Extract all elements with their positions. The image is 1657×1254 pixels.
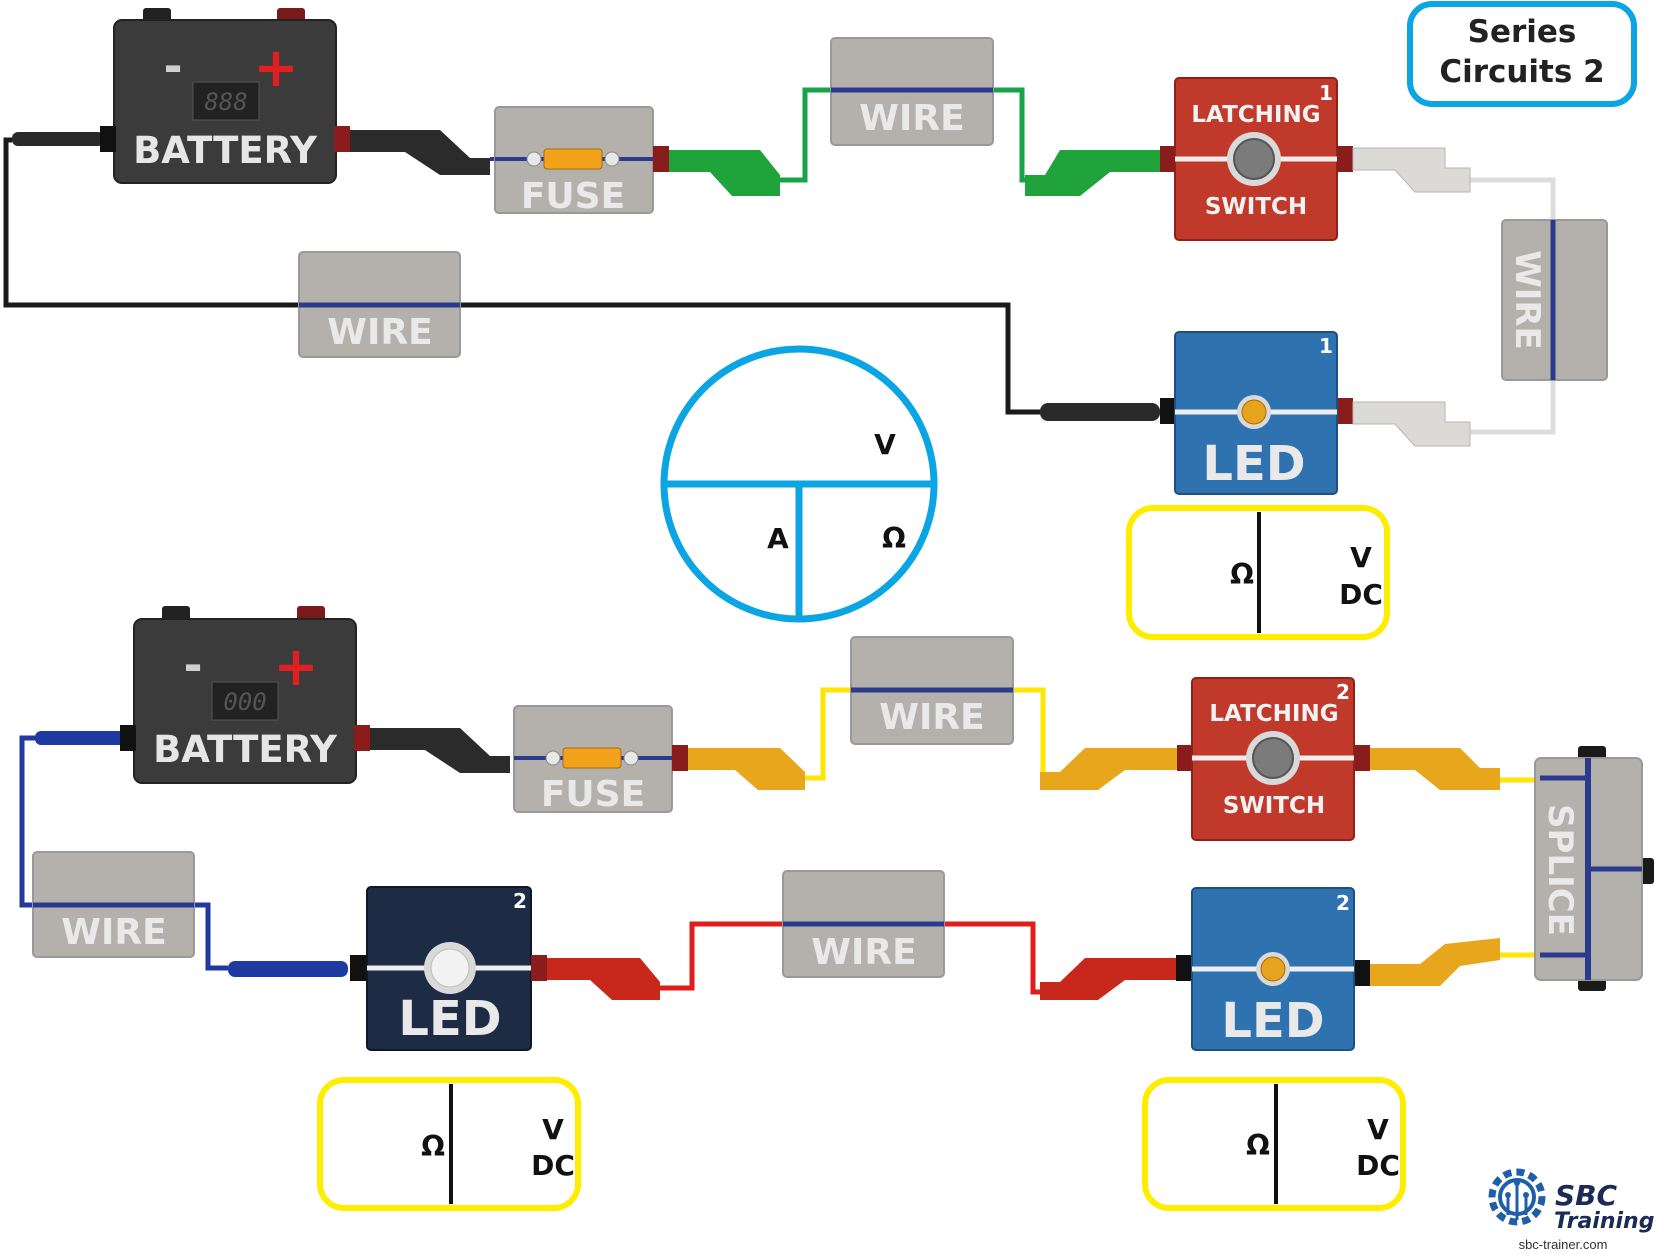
led-label: LED	[398, 991, 501, 1047]
battery-display	[192, 81, 260, 121]
splice-label: SPLICE	[1540, 804, 1580, 936]
led-right-2: LED 2	[1191, 887, 1355, 1051]
ohms-law-circle: V A Ω	[660, 345, 938, 623]
led-number: 2	[513, 889, 527, 913]
switch-bottom-label: SWITCH	[1205, 194, 1307, 220]
logo-line2: Training	[1554, 1209, 1654, 1234]
fuse-2: FUSE	[513, 705, 673, 815]
led-label: LED	[1221, 993, 1324, 1049]
meter-box-left-2: Ω V DC	[317, 1077, 581, 1211]
ohms-law-a: A	[767, 522, 789, 555]
switch-number: 1	[1319, 81, 1333, 105]
logo-url: sbc-trainer.com	[1519, 1237, 1608, 1252]
meter-box-1: Ω V DC	[1126, 505, 1390, 640]
wire-label: WIRE	[879, 697, 984, 738]
gear-icon	[1488, 1168, 1546, 1226]
led-left-2: LED 2	[228, 886, 532, 1051]
battery-2: - + 000 BATTERY	[133, 606, 357, 784]
meter-ohm: Ω	[1246, 1129, 1270, 1162]
green-plugs	[653, 146, 1176, 196]
wire-module-top-2: WIRE	[850, 636, 1014, 745]
red-plugs	[531, 955, 1192, 1000]
minus-sign: -	[183, 638, 202, 692]
wire-label: WIRE	[1507, 250, 1547, 350]
title-line1: Series	[1468, 14, 1577, 50]
meter-ohm: Ω	[421, 1130, 445, 1163]
wire-module-return: WIRE	[298, 251, 461, 358]
fuse-element	[543, 148, 603, 170]
led-bulb	[430, 948, 470, 988]
switch-bottom-label: SWITCH	[1223, 793, 1325, 819]
latching-switch-2: LATCHING SWITCH 2	[1191, 677, 1355, 841]
battery-display-digits: 888	[204, 88, 247, 116]
latching-switch-1: LATCHING SWITCH 1	[1174, 77, 1338, 241]
wire-label: WIRE	[327, 312, 432, 353]
battery-label: BATTERY	[153, 728, 338, 771]
white-plugs	[1337, 146, 1471, 447]
meter-dc: DC	[531, 1149, 575, 1182]
battery-2-plugs	[35, 725, 510, 773]
plus-sign: +	[273, 635, 318, 698]
title-line2: Circuits 2	[1439, 54, 1604, 90]
logo-line1: SBC	[1555, 1179, 1618, 1212]
ohms-law-v: V	[874, 428, 896, 461]
switch-button	[1252, 737, 1294, 779]
fuse-1: FUSE	[494, 106, 654, 217]
sbc-logo: SBC Training sbc-trainer.com	[1488, 1168, 1654, 1252]
wire-label: WIRE	[859, 98, 964, 139]
battery-label: BATTERY	[133, 129, 318, 172]
battery-1: - + 888 BATTERY	[113, 8, 337, 184]
switch-number: 2	[1336, 680, 1350, 704]
yellow-plugs	[672, 745, 1500, 986]
meter-box-right-2: Ω V DC	[1142, 1077, 1406, 1211]
meter-v: V	[1367, 1113, 1389, 1146]
splice-module: SPLICE	[1534, 746, 1654, 991]
wire-black-return	[3, 137, 1040, 415]
wire-label: WIRE	[61, 912, 166, 953]
meter-ohm: Ω	[1230, 558, 1254, 591]
meter-dc: DC	[1356, 1149, 1400, 1182]
led-label: LED	[1202, 436, 1305, 492]
title-box: Series Circuits 2	[1407, 1, 1637, 107]
wire-module-left-2: WIRE	[32, 851, 195, 958]
fuse-element	[562, 747, 622, 769]
ohms-law-ohm: Ω	[882, 522, 906, 555]
plus-sign: +	[253, 36, 298, 99]
led-1: LED 1	[1040, 331, 1338, 495]
wire-module-mid-2: WIRE	[782, 870, 945, 978]
minus-sign: -	[163, 39, 182, 93]
wire-label: WIRE	[811, 932, 916, 973]
wire-module-right: WIRE	[1501, 219, 1608, 381]
led-number: 2	[1336, 891, 1350, 915]
wire-module-top-1: WIRE	[830, 37, 994, 146]
led-bulb	[1241, 399, 1267, 425]
meter-dc: DC	[1339, 578, 1383, 611]
led-number: 1	[1319, 334, 1333, 358]
fuse-label: FUSE	[521, 176, 625, 217]
meter-v: V	[1350, 541, 1372, 574]
battery-display-digits: 000	[223, 688, 266, 716]
switch-top-label: LATCHING	[1191, 102, 1320, 128]
battery-1-plugs	[12, 126, 495, 175]
switch-button	[1233, 138, 1275, 180]
battery-display	[211, 681, 279, 721]
switch-top-label: LATCHING	[1209, 701, 1338, 727]
meter-v: V	[542, 1113, 564, 1146]
led-bulb	[1260, 956, 1286, 982]
fuse-label: FUSE	[541, 774, 645, 815]
